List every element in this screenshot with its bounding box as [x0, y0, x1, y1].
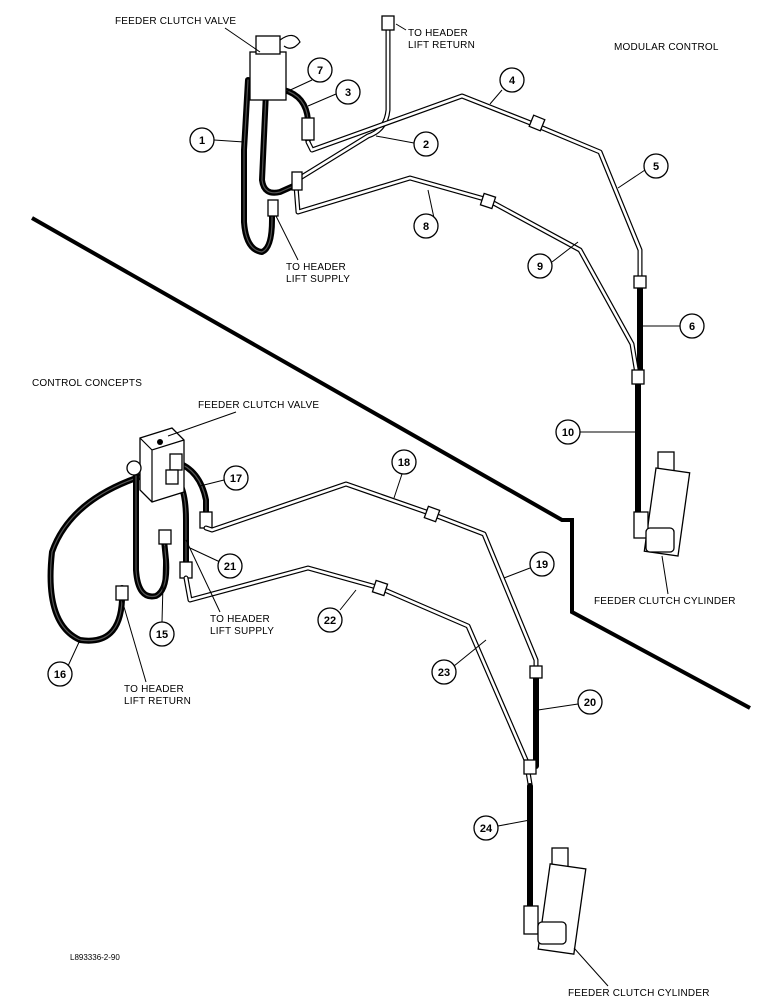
svg-text:6: 6 — [689, 321, 695, 333]
union-18 — [423, 505, 441, 523]
svg-text:15: 15 — [156, 629, 168, 641]
svg-text:22: 22 — [324, 615, 336, 627]
svg-text:16: 16 — [54, 669, 66, 681]
svg-text:1: 1 — [199, 135, 205, 147]
valve-label-top: FEEDER CLUTCH VALVE — [115, 16, 236, 27]
svg-text:21: 21 — [224, 561, 236, 573]
svg-text:10: 10 — [562, 427, 574, 439]
svg-text:24: 24 — [480, 823, 493, 835]
callout-16 — [47, 661, 73, 687]
line-18-19 — [203, 481, 539, 675]
callout-22 — [317, 607, 343, 633]
control-concepts-section: CONTROL CONCEPTS FEEDER CLUTCH VALVE TO … — [32, 378, 710, 999]
feeder-clutch-cylinder-bottom — [523, 847, 587, 955]
svg-text:20: 20 — [584, 697, 596, 709]
modular-control-section: FEEDER CLUTCH VALVE TO HEADER LIFT RETUR… — [115, 15, 736, 607]
cylinder-label-top: FEEDER CLUTCH CYLINDER — [594, 596, 736, 607]
svg-text:3: 3 — [345, 87, 351, 99]
valve-label-bottom: FEEDER CLUTCH VALVE — [198, 400, 319, 411]
svg-text:9: 9 — [537, 261, 543, 273]
supply-label-bottom-2: LIFT SUPPLY — [210, 626, 274, 637]
callout-10 — [555, 419, 581, 445]
return-label-bottom-2: LIFT RETURN — [124, 696, 191, 707]
callout-1 — [189, 127, 215, 153]
callout-20 — [577, 689, 603, 715]
callout-3 — [335, 79, 361, 105]
control-concepts-title: CONTROL CONCEPTS — [32, 378, 142, 389]
callout-18 — [391, 449, 417, 475]
svg-text:2: 2 — [423, 139, 429, 151]
return-fitting — [381, 15, 395, 31]
line-4-5 — [305, 93, 643, 283]
callout-6 — [679, 313, 705, 339]
supply-label-top-2: LIFT SUPPLY — [286, 274, 350, 285]
supply-label-top-1: TO HEADER — [286, 262, 346, 273]
svg-text:7: 7 — [317, 65, 323, 77]
hose-16 — [47, 473, 145, 644]
section-divider — [31, 216, 751, 710]
return-label-top-1: TO HEADER — [408, 28, 468, 39]
figure-code: L893336-2-90 — [70, 953, 120, 962]
return-label-bottom-1: TO HEADER — [124, 684, 184, 695]
cylinder-label-bottom: FEEDER CLUTCH CYLINDER — [568, 988, 710, 999]
callout-15 — [149, 621, 175, 647]
svg-text:8: 8 — [423, 221, 429, 233]
modular-control-title: MODULAR CONTROL — [614, 42, 719, 53]
callout-9 — [527, 253, 553, 279]
union-22 — [371, 579, 389, 597]
feeder-clutch-cylinder-top — [633, 451, 691, 557]
union-8 — [479, 192, 497, 210]
svg-text:19: 19 — [536, 559, 548, 571]
supply-fitting — [267, 199, 279, 217]
svg-text:5: 5 — [653, 161, 659, 173]
callout-2 — [413, 131, 439, 157]
callout-19 — [529, 551, 555, 577]
svg-text:4: 4 — [509, 75, 516, 87]
callout-24 — [473, 815, 499, 841]
callout-7 — [307, 57, 333, 83]
svg-text:18: 18 — [398, 457, 410, 469]
callout-17 — [223, 465, 249, 491]
callout-5 — [643, 153, 669, 179]
callout-21 — [217, 553, 243, 579]
line-22-23 — [183, 565, 533, 787]
callout-8 — [413, 213, 439, 239]
callout-23 — [431, 659, 457, 685]
feeder-clutch-valve-top — [249, 34, 315, 191]
callout-4 — [499, 67, 525, 93]
svg-text:17: 17 — [230, 473, 242, 485]
return-label-top-2: LIFT RETURN — [408, 40, 475, 51]
union-4 — [528, 114, 546, 132]
supply-label-bottom-1: TO HEADER — [210, 614, 270, 625]
svg-text:23: 23 — [438, 667, 450, 679]
feeder-clutch-valve-bottom — [126, 427, 185, 503]
